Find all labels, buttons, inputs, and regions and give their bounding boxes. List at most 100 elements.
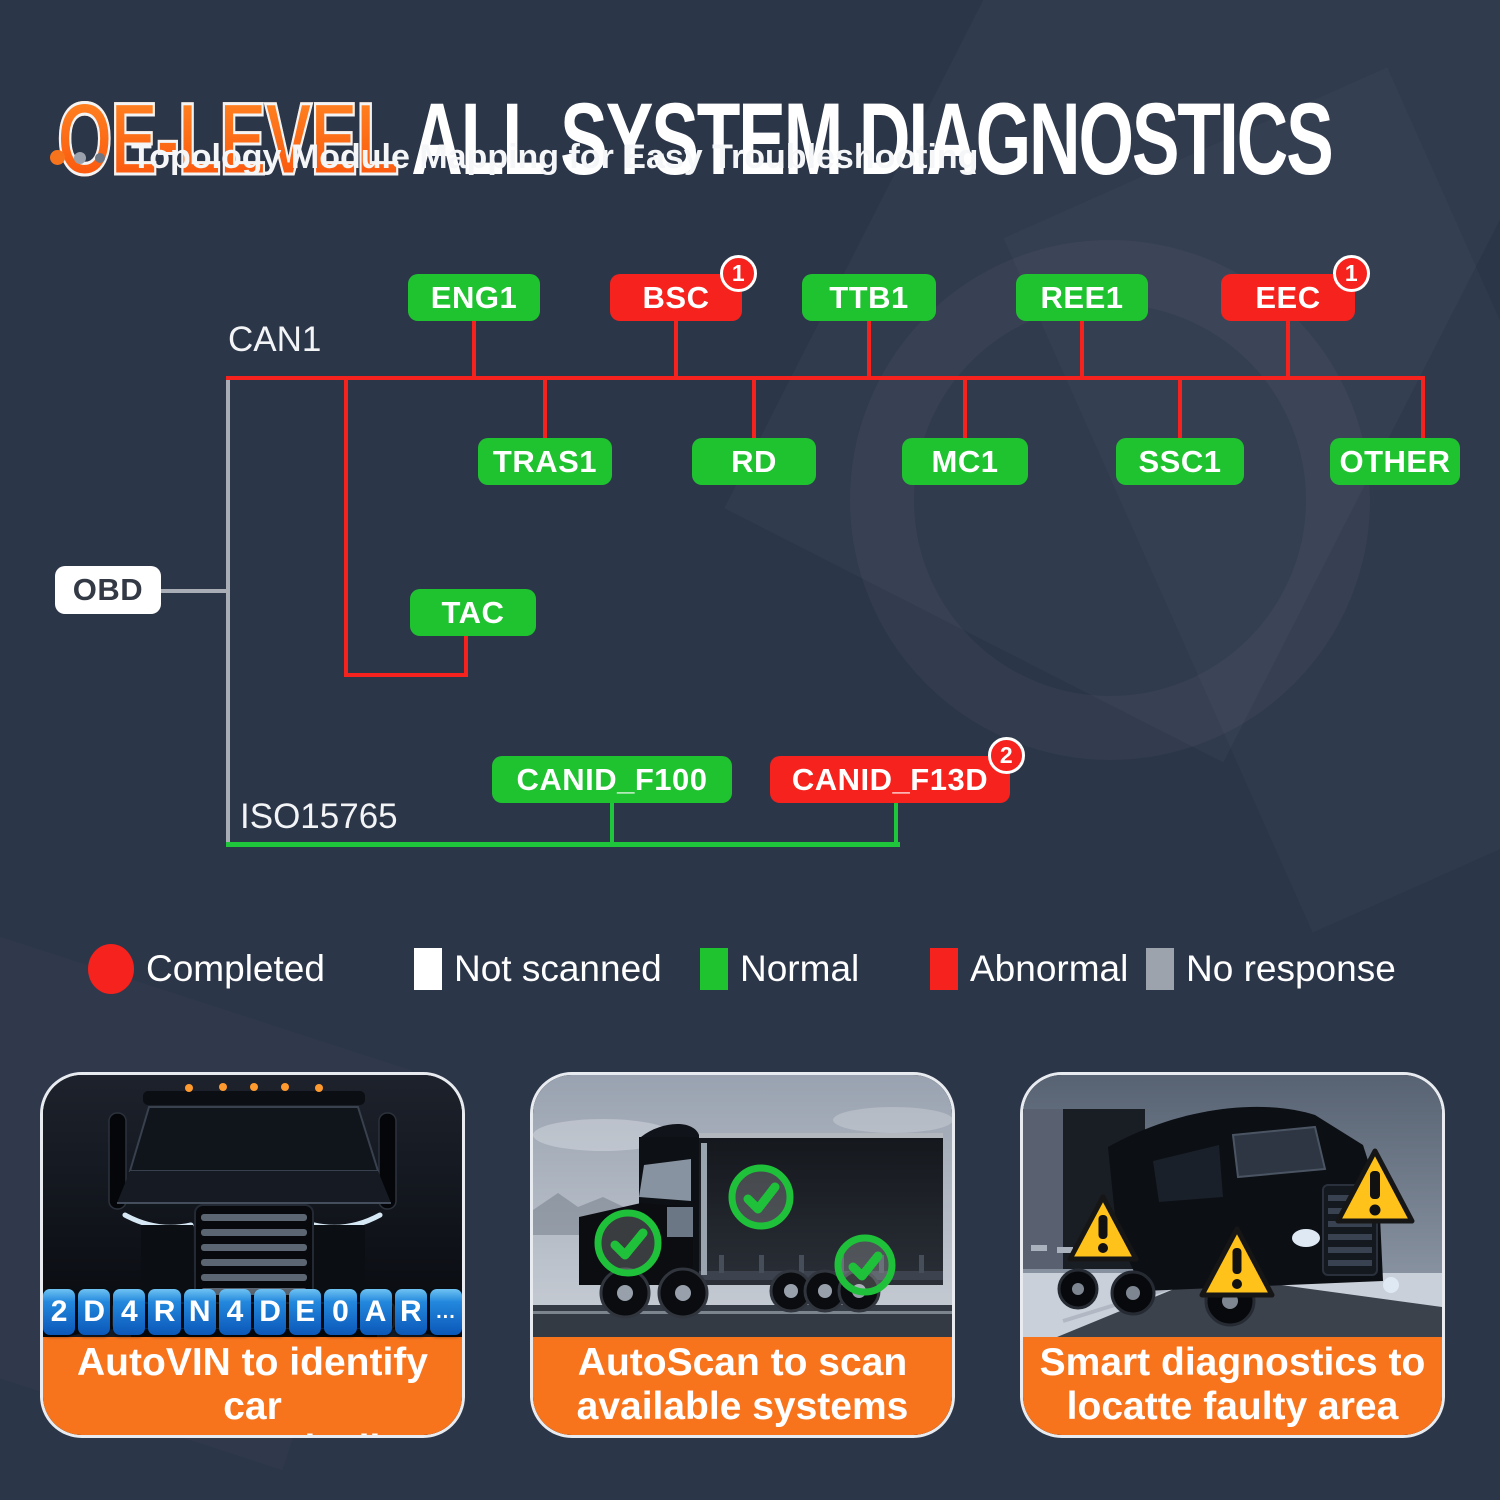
abnormal-swatch-icon [930,948,958,990]
connector-line [867,320,871,378]
legend-item-normal: Normal [700,948,859,990]
connector-line [610,803,614,842]
node-obd: OBD [55,566,161,614]
vin-char: E [289,1289,322,1335]
caption-line: AutoVIN to identify car [77,1341,428,1428]
node-ssc1: SSC1 [1116,438,1244,485]
node-label: MC1 [931,443,999,479]
node-label: REE1 [1040,279,1124,315]
legend-label: Normal [740,948,860,989]
node-label: ENG1 [430,279,518,315]
legend-label: Completed [146,948,325,989]
node-bsc: BSC 1 [610,255,757,321]
check-circle-icon [728,1164,794,1230]
bullet-dot-icon [95,152,105,163]
iso15765-bus-label: ISO15765 [240,797,398,836]
node-label: CANID_F13D [791,761,989,797]
check-circle-icon [594,1209,662,1277]
vin-char: N [183,1289,216,1335]
iso15765-bus-line [226,842,900,847]
node-label: OBD [72,572,144,607]
vin-char: D [78,1289,111,1335]
node-tac: TAC [410,589,536,636]
node-rd: RD [692,438,816,485]
node-label: OTHER [1339,443,1451,479]
vin-char: R [394,1289,427,1335]
connector-line [1421,380,1425,438]
node-label: EEC [1255,279,1321,315]
tac-branch-line [464,636,468,677]
legend-label: Not scanned [454,948,662,989]
warning-triangle-icon [1335,1148,1415,1224]
node-ree1: REE1 [1016,274,1148,321]
connector-line [1080,320,1084,378]
node-eng1: ENG1 [408,274,540,321]
bullet-dot-icon [50,150,65,165]
can1-bus-label: CAN1 [228,320,322,359]
caption-line: AutoScan to scan [577,1341,908,1384]
background-watermark [1004,67,1500,932]
legend-label: Abnormal [970,948,1129,989]
vin-char: A [359,1289,392,1335]
no-response-swatch-icon [1146,948,1174,990]
legend-label: No response [1186,948,1396,989]
connector-line [543,380,547,438]
connector-line [752,380,756,438]
card-caption: Smart diagnostics to locatte faulty area [1023,1337,1442,1435]
normal-swatch-icon [700,948,728,990]
card-caption: AutoVIN to identify car ID automatically [43,1337,462,1435]
can1-bus-line [226,376,1425,380]
node-label: TAC [441,594,505,630]
obd-spine-line [226,376,230,846]
node-label: RD [731,443,777,479]
vin-char: R [148,1289,181,1335]
subtitle-text: Topology Module Mapping for Easy Trouble… [131,138,979,176]
card-autovin: 2 D 4 R N 4 D E 0 A R ... AutoVIN to ide… [40,1072,465,1438]
vin-code-overlay: 2 D 4 R N 4 D E 0 A R ... [43,1289,462,1335]
fault-count-badge: 2 [988,737,1025,774]
warning-triangle-icon [1067,1194,1139,1262]
node-other: OTHER [1330,438,1460,485]
vin-char: 4 [113,1289,146,1335]
tac-branch-line [344,378,348,677]
legend-item-no-response: No response [1146,948,1396,990]
title-rest: ALL SYSTEM DIAGNOSTICS [411,82,1334,197]
truck-fault-illustration [1023,1075,1442,1351]
connector-line [1286,320,1290,378]
node-ttb1: TTB1 [802,274,936,321]
node-eec: EEC 1 [1221,255,1370,321]
vin-ellipsis: ... [429,1289,462,1335]
vin-char: 2 [43,1289,76,1335]
connector-line [963,380,967,438]
node-tras1: TRAS1 [478,438,612,485]
fault-count-badge: 1 [1333,255,1370,292]
obd-connector-line [160,589,227,593]
connector-line [894,803,898,842]
node-label: CANID_F100 [516,761,708,797]
fault-count-badge: 1 [720,255,757,292]
title-accent: OE-LEVEL [56,82,401,196]
connector-line [674,320,678,378]
card-smart-diagnostics: Smart diagnostics to locatte faulty area [1020,1072,1445,1438]
node-label: SSC1 [1138,443,1222,479]
node-label: BSC [642,279,710,315]
caption-line: Smart diagnostics to [1039,1341,1426,1384]
caption-line: available systems [576,1384,909,1428]
node-label: TTB1 [829,279,909,315]
vin-char: 0 [324,1289,357,1335]
legend-item-not-scanned: Not scanned [414,948,662,990]
legend-item-completed: Completed [88,944,325,994]
bullet-dot-icon [74,151,86,164]
connector-line [1178,380,1182,438]
connector-line [472,320,476,378]
node-mc1: MC1 [902,438,1028,485]
warning-triangle-icon [1199,1226,1275,1298]
tac-branch-line [344,673,468,677]
card-caption: AutoScan to scan available systems [533,1337,952,1435]
card-autoscan: AutoScan to scan available systems [530,1072,955,1438]
caption-line: ID automatically [43,1428,462,1435]
node-label: TRAS1 [492,443,598,479]
